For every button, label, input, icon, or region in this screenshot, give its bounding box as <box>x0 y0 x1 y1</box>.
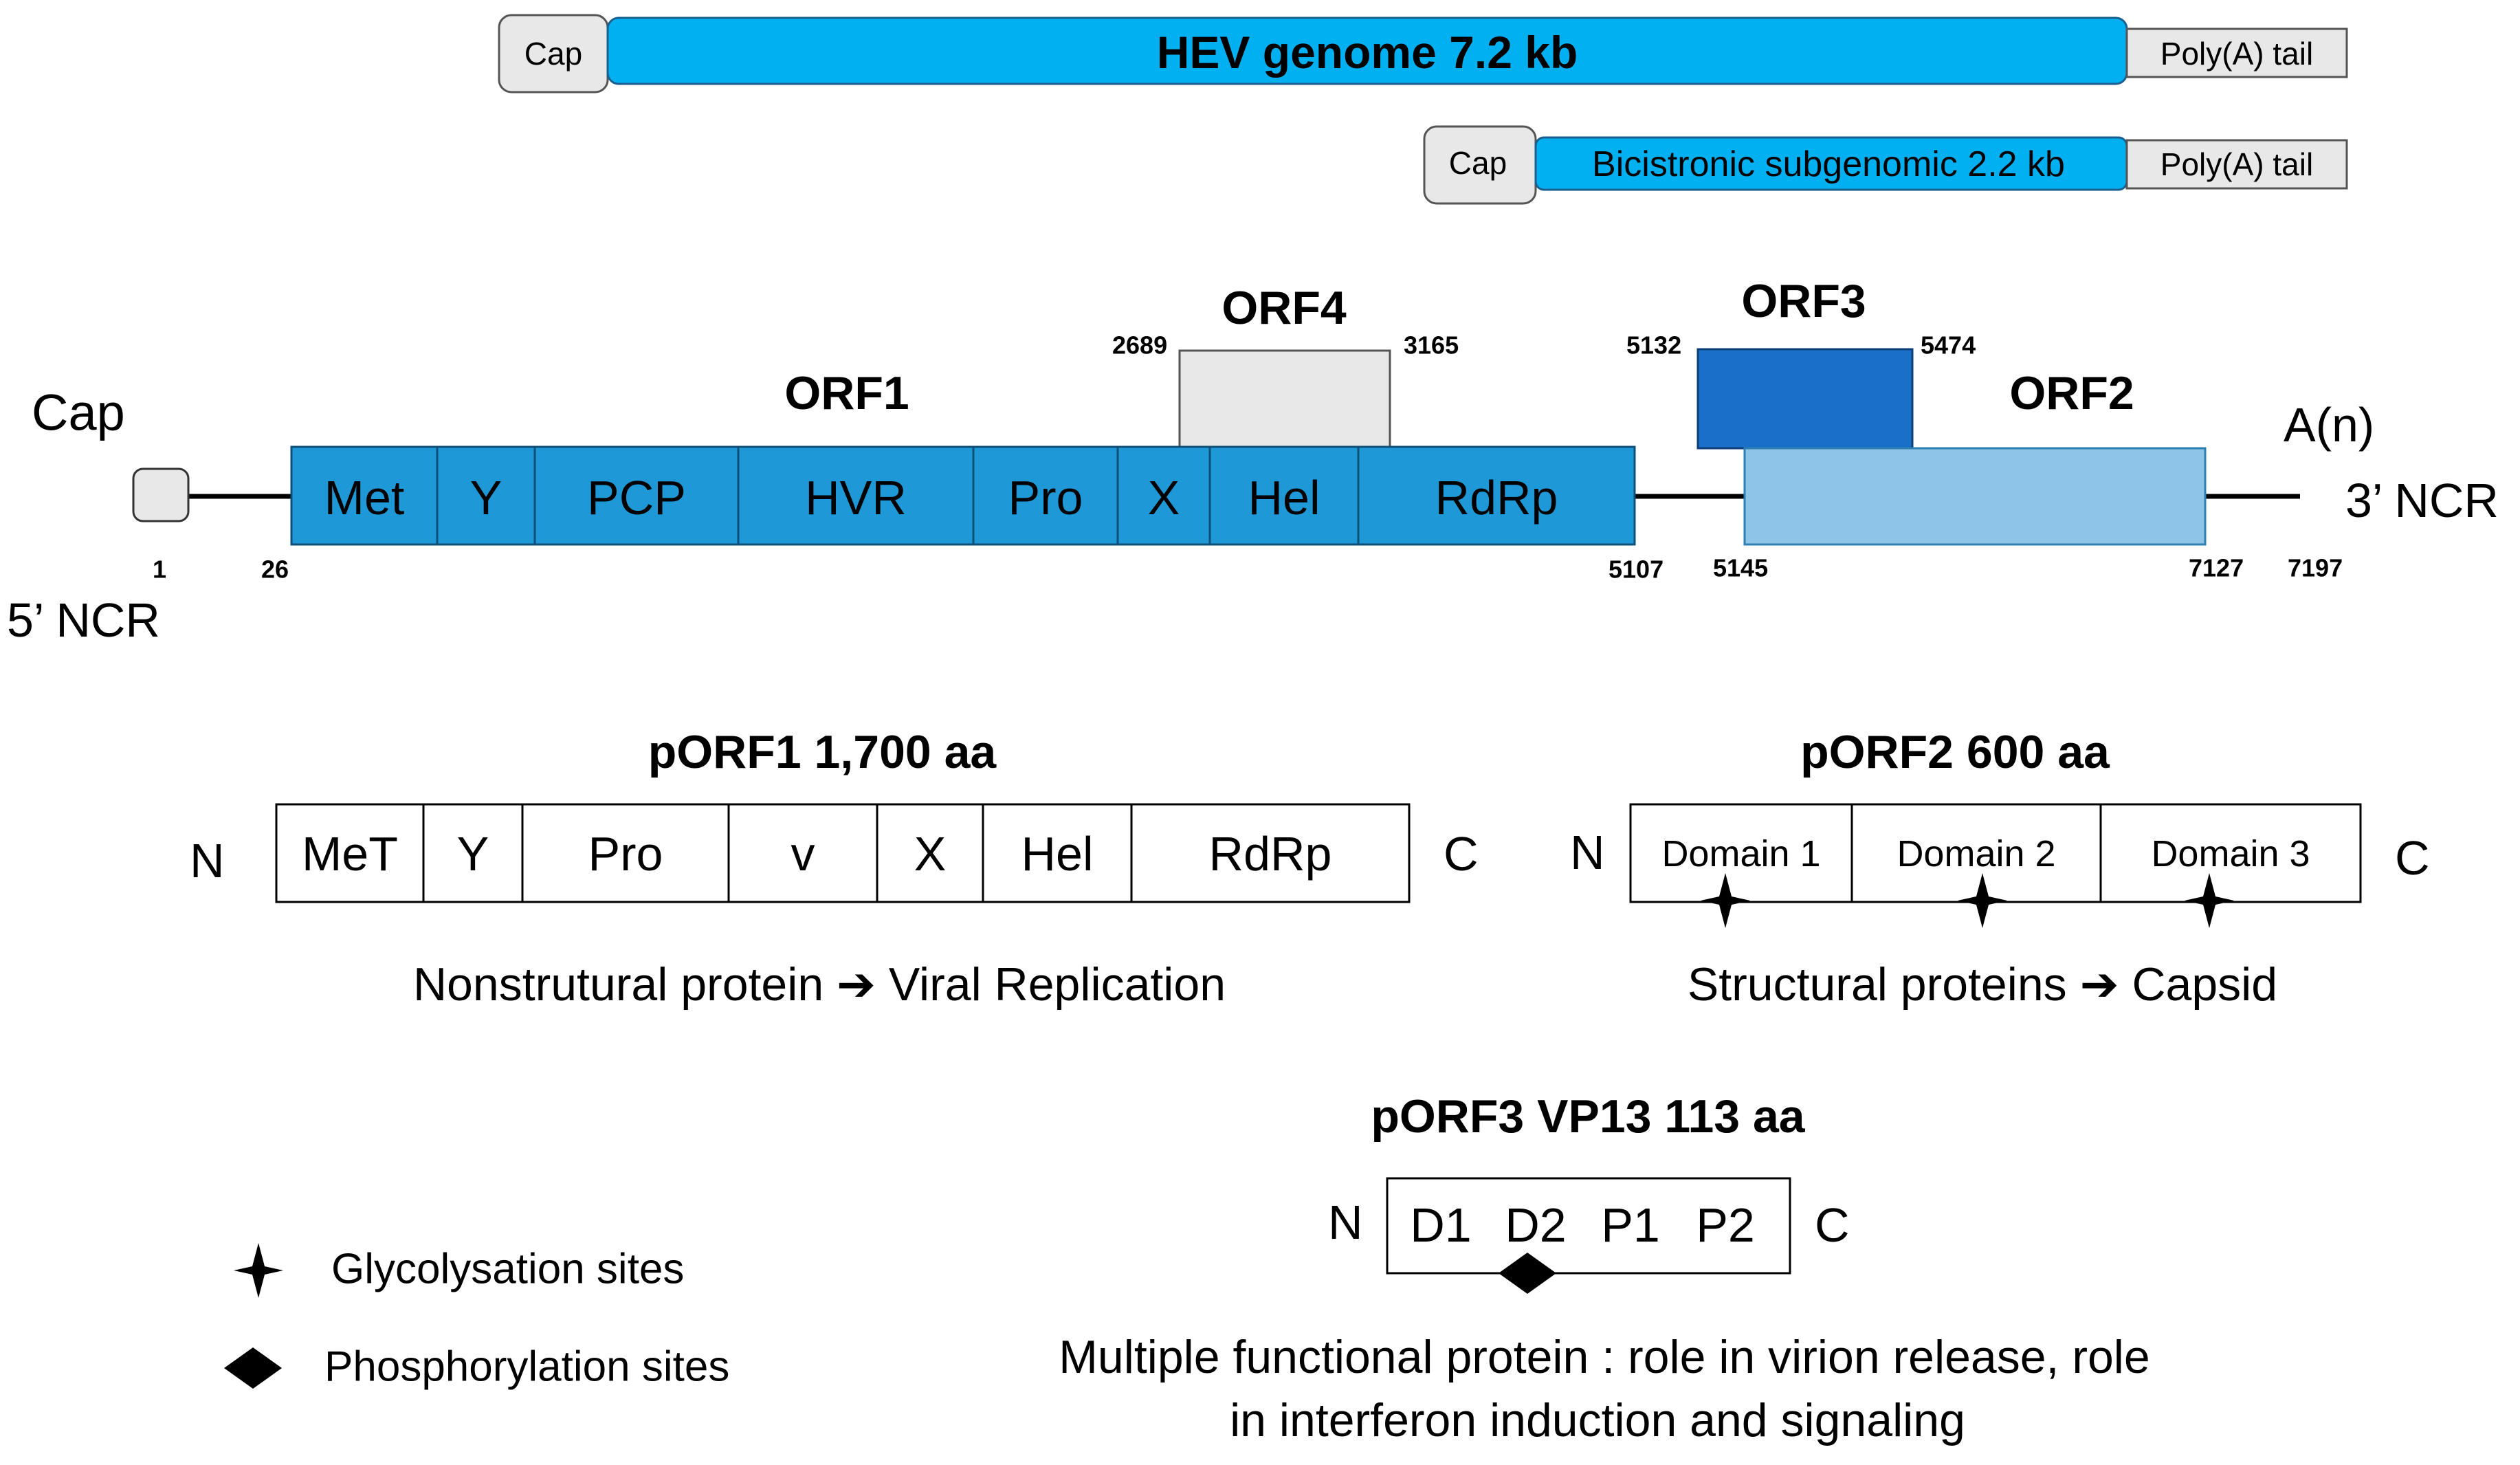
porf1-dividers <box>422 804 1133 902</box>
orf1-domain-dividers <box>436 447 1360 544</box>
porf2-domain-3: Domain 3 <box>2151 833 2310 874</box>
porf3-title: pORF3 VP13 113 aa <box>1371 1090 1805 1143</box>
pos-1: 1 <box>153 555 166 584</box>
orf4-box <box>1178 349 1391 448</box>
porf3-domain-p1: P1 <box>1601 1198 1660 1252</box>
ncr5-label: 5’ NCR <box>7 593 160 647</box>
orf4-label: ORF4 <box>1222 282 1347 334</box>
ncr3-label: 3’ NCR <box>2345 474 2499 527</box>
porf1-domain-x: X <box>914 827 947 881</box>
porf2-n: N <box>1570 826 1605 879</box>
genome-map: Cap 5’ NCR 3’ NCR A(n) ORF4 2689 3165 OR… <box>7 275 2499 647</box>
porf2-c: C <box>2395 831 2430 885</box>
polya-label: A(n) <box>2284 398 2374 452</box>
porf1-n: N <box>190 834 225 888</box>
pos-5145: 5145 <box>1713 554 1768 582</box>
pos-3165: 3165 <box>1404 331 1459 360</box>
porf3-c: C <box>1815 1198 1850 1252</box>
phosphorylation-diamond-icon <box>1499 1253 1556 1294</box>
orf1-domain-pro: Pro <box>1008 471 1083 525</box>
porf2-diagram: pORF2 600 aa N C Domain 1 Domain 2 Domai… <box>1570 726 2430 1011</box>
subgenomic-tail-box <box>2125 139 2348 190</box>
pos-7127: 7127 <box>2189 554 2244 582</box>
subgenomic-label: Bicistronic subgenomic 2.2 kb <box>1592 144 2065 184</box>
orf1-domain-y: Y <box>470 471 502 525</box>
pos-26: 26 <box>261 555 289 584</box>
pos-5132: 5132 <box>1626 331 1681 360</box>
porf1-domain-hel: Hel <box>1021 827 1093 881</box>
porf3-caption-line1: Multiple functional protein : role in vi… <box>1059 1331 2149 1383</box>
legend-phosphorylation-diamond-icon <box>224 1347 282 1389</box>
orf1-box <box>290 445 1636 546</box>
porf2-domain-2: Domain 2 <box>1897 833 2055 874</box>
genome-bar: Cap HEV genome 7.2 kb Poly(A) tail <box>498 14 2348 93</box>
orf2-label: ORF2 <box>2009 367 2134 419</box>
orf1-domain-x: X <box>1148 471 1180 525</box>
orf2-box <box>1743 447 2207 546</box>
genome-cap-label: Cap <box>524 36 582 71</box>
orf1-domain-rdrp: RdRp <box>1435 471 1558 525</box>
porf2-caption: Structural proteins ➔ Capsid <box>1688 958 2277 1011</box>
porf1-domain-met: MeT <box>302 827 398 881</box>
orf1-domains: Met Y PCP HVR Pro X Hel RdRp <box>324 471 1558 525</box>
porf2-domain-1: Domain 1 <box>1661 833 1820 874</box>
porf2-title: pORF2 600 aa <box>1800 726 2110 778</box>
glycosylation-star-icon <box>2185 873 2234 928</box>
porf1-domain-v: v <box>791 827 815 881</box>
map-cap-square <box>132 467 190 522</box>
legend-glycosylation-star-icon <box>234 1243 283 1298</box>
porf2-dividers <box>1850 804 2102 902</box>
orf3-box <box>1696 348 1914 450</box>
pos-5474: 5474 <box>1921 331 1976 360</box>
porf1-title: pORF1 1,700 aa <box>648 726 997 778</box>
porf2-glycosylation-sites <box>1701 873 2234 928</box>
subgenomic-bar: Cap Bicistronic subgenomic 2.2 kb Poly(A… <box>1423 125 2348 205</box>
orf1-label: ORF1 <box>784 367 909 419</box>
orf1-domain-met: Met <box>324 471 405 525</box>
orf1-domain-hvr: HVR <box>805 471 907 525</box>
pos-2689: 2689 <box>1112 331 1167 360</box>
subgenomic-cap-label: Cap <box>1449 145 1507 181</box>
pos-7197: 7197 <box>2288 554 2343 582</box>
legend-glycosylation-label: Glycolysation sites <box>331 1246 684 1293</box>
glycosylation-star-icon <box>1958 873 2007 928</box>
porf1-box <box>275 803 1411 903</box>
porf3-domain-d2: D2 <box>1505 1198 1566 1252</box>
porf3-caption-line2: in interferon induction and signaling <box>1230 1394 1965 1446</box>
glycosylation-star-icon <box>1701 873 1750 928</box>
legend: Glycolysation sites Phosphorylation site… <box>224 1243 729 1391</box>
porf3-n: N <box>1328 1196 1363 1249</box>
pos-5107: 5107 <box>1609 555 1664 584</box>
genome-tail-label: Poly(A) tail <box>2160 36 2313 71</box>
genome-label: HEV genome 7.2 kb <box>1157 27 1578 78</box>
porf2-box <box>1629 803 2362 903</box>
porf3-domain-p2: P2 <box>1696 1198 1755 1252</box>
porf1-domain-y: Y <box>457 827 489 881</box>
porf1-domain-pro: Pro <box>588 827 663 881</box>
genome-tail-box <box>2125 27 2348 78</box>
porf1-c: C <box>1444 827 1479 881</box>
orf1-domain-pcp: PCP <box>587 471 686 525</box>
porf3-box <box>1386 1177 1791 1275</box>
porf1-domain-rdrp: RdRp <box>1209 827 1332 881</box>
porf3-diagram: pORF3 VP13 113 aa N C D1 D2 P1 P2 Multip… <box>1059 1090 2149 1446</box>
orf3-label: ORF3 <box>1741 275 1866 327</box>
orf1-domain-hel: Hel <box>1248 471 1320 525</box>
porf1-diagram: pORF1 1,700 aa N C MeT Y Pro v X Hel RdR… <box>190 726 1479 1011</box>
porf1-caption: Nonstrutural protein ➔ Viral Replication <box>413 958 1226 1011</box>
subgenomic-tail-label: Poly(A) tail <box>2160 146 2313 182</box>
porf3-domain-d1: D1 <box>1410 1198 1471 1252</box>
map-cap-label: Cap <box>32 384 125 441</box>
legend-phosphorylation-label: Phosphorylation sites <box>324 1343 729 1391</box>
